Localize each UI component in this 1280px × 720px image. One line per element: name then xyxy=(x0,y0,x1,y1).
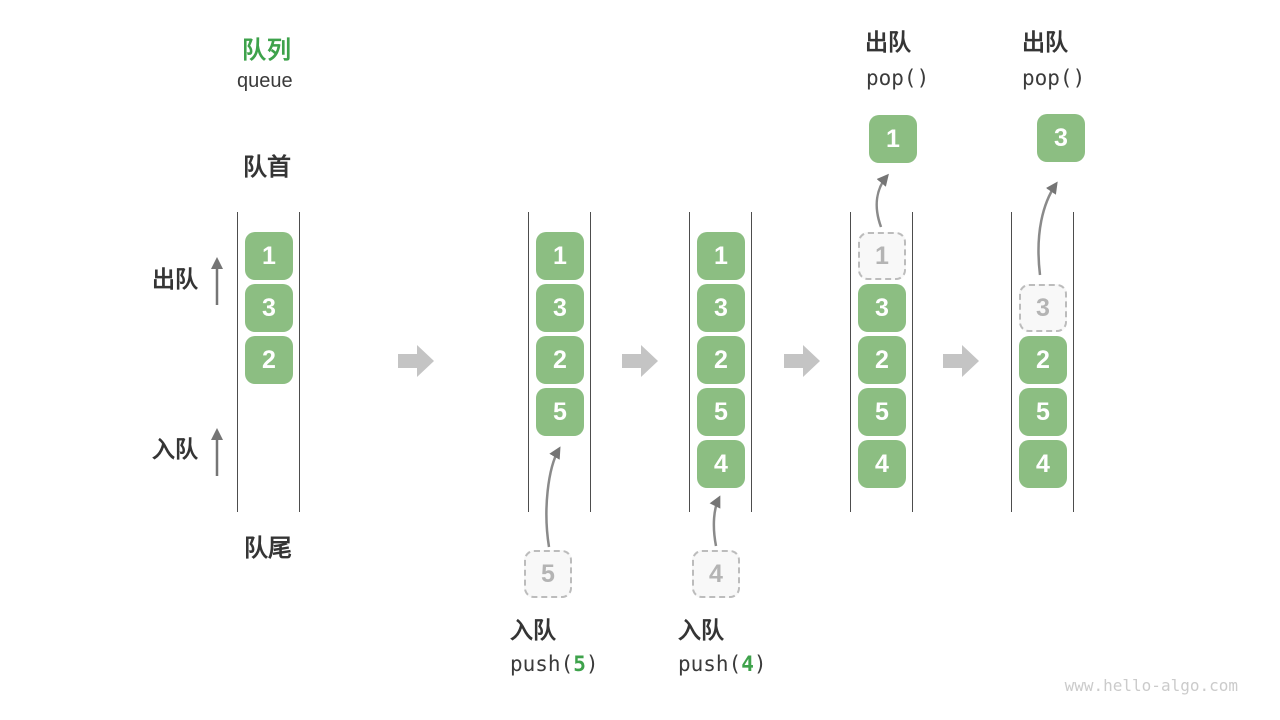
state3-cell: 2 xyxy=(697,336,745,384)
state5-cell: 4 xyxy=(1019,440,1067,488)
state1-cell: 1 xyxy=(245,232,293,280)
queue-rails-state2 xyxy=(528,212,591,512)
push4-arg: 4 xyxy=(741,652,754,676)
state2-cell: 1 xyxy=(536,232,584,280)
enqueue-side-label: 入队 xyxy=(152,436,198,462)
state2-staged-cell: 5 xyxy=(524,550,572,598)
state3-cell: 4 xyxy=(697,440,745,488)
state3-staged-cell: 4 xyxy=(692,550,740,598)
dequeue-op-label: 出队 xyxy=(1022,29,1068,55)
push4-suffix: ) xyxy=(753,652,767,676)
enqueue-op-label: 入队 xyxy=(678,617,724,643)
push4-code-label: push(4) xyxy=(678,652,767,676)
step-arrow-icon xyxy=(784,345,820,377)
step-arrow-icon xyxy=(943,345,979,377)
state2-cell: 2 xyxy=(536,336,584,384)
enqueue-op-label: 入队 xyxy=(510,617,556,643)
step-arrow-icon xyxy=(622,345,658,377)
state2-cell: 5 xyxy=(536,388,584,436)
queue-rails-state3 xyxy=(689,212,752,512)
push5-suffix: ) xyxy=(585,652,599,676)
push5-arg: 5 xyxy=(573,652,586,676)
queue-rear-label: 队尾 xyxy=(244,535,292,562)
pop-code-label: pop() xyxy=(866,66,930,90)
queue-rails-state1 xyxy=(237,212,300,512)
diagram-title-zh: 队列 xyxy=(242,37,292,64)
queue-rails-state5 xyxy=(1011,212,1074,512)
state1-cell: 3 xyxy=(245,284,293,332)
queue-front-label: 队首 xyxy=(243,154,291,181)
state4-cell: 3 xyxy=(858,284,906,332)
state4-cell: 2 xyxy=(858,336,906,384)
state1-cell: 2 xyxy=(245,336,293,384)
state5-ghost-cell: 3 xyxy=(1019,284,1067,332)
state4-cell: 4 xyxy=(858,440,906,488)
state3-cell: 1 xyxy=(697,232,745,280)
state5-cell: 2 xyxy=(1019,336,1067,384)
state3-cell: 5 xyxy=(697,388,745,436)
pop-code-label: pop() xyxy=(1022,66,1086,90)
site-watermark: www.hello-algo.com xyxy=(1064,676,1238,695)
dequeue-op-label: 出队 xyxy=(865,29,911,55)
dequeue-side-label: 出队 xyxy=(152,266,198,292)
state4-cell: 5 xyxy=(858,388,906,436)
push4-prefix: push( xyxy=(678,652,742,676)
state5-popped-cell: 3 xyxy=(1037,114,1085,162)
state5-cell: 5 xyxy=(1019,388,1067,436)
state2-cell: 3 xyxy=(536,284,584,332)
state4-ghost-cell: 1 xyxy=(858,232,906,280)
step-arrow-icon xyxy=(398,345,434,377)
diagram-title-en: queue xyxy=(237,70,293,92)
state4-popped-cell: 1 xyxy=(869,115,917,163)
push5-prefix: push( xyxy=(510,652,574,676)
state3-cell: 3 xyxy=(697,284,745,332)
queue-rails-state4 xyxy=(850,212,913,512)
push5-code-label: push(5) xyxy=(510,652,599,676)
